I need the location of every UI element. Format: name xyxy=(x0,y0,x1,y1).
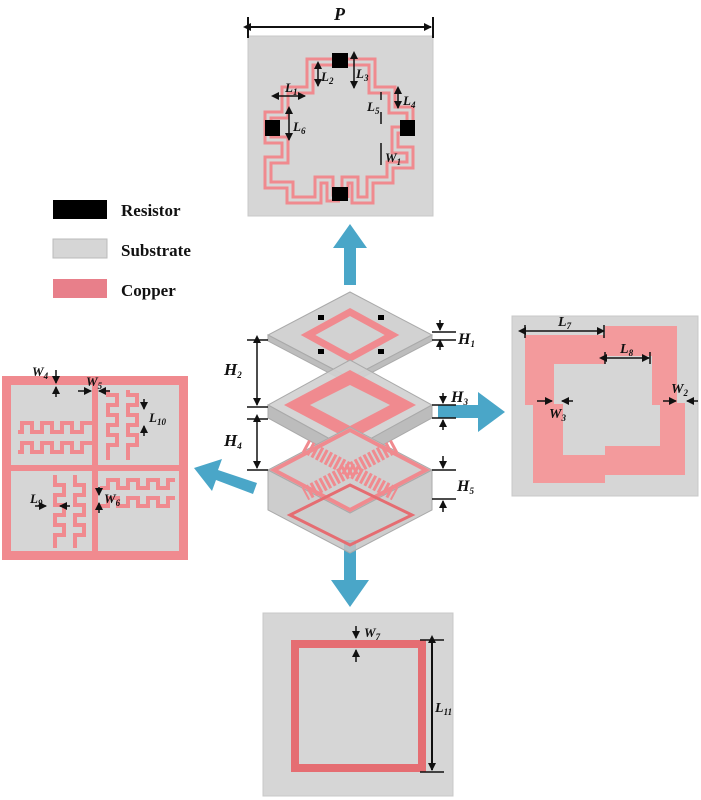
label-L10: L10 xyxy=(148,410,166,427)
resistor-bottom xyxy=(332,187,348,201)
label-H5: H5 xyxy=(456,478,474,496)
label-W7: W7 xyxy=(364,625,381,642)
middle-layer-view: L7 L8 W3 W2 xyxy=(511,315,699,497)
top-copper-ring-inner xyxy=(266,60,412,202)
label-L8: L8 xyxy=(619,342,634,358)
top-layer-view: P L1 L2 L3 L4 L5 L6 W1 xyxy=(243,4,434,217)
legend-swatch-copper xyxy=(53,279,107,298)
period-label: P xyxy=(333,4,346,24)
resistor-left xyxy=(265,120,280,136)
legend-swatch-substrate xyxy=(52,238,108,259)
resistor-right xyxy=(400,120,415,136)
label-W6: W6 xyxy=(104,491,121,508)
arrow-up-to-top-view xyxy=(333,224,367,285)
legend-swatch-resistor xyxy=(53,200,107,219)
label-W3: W3 xyxy=(549,407,566,423)
label-H2: H2 xyxy=(223,360,242,380)
label-H3: H3 xyxy=(450,389,468,407)
stack-resistor xyxy=(378,315,384,320)
stack-resistor xyxy=(318,315,324,320)
legend: Resistor Substrate Copper xyxy=(52,200,191,300)
label-H1: H1 xyxy=(457,331,475,349)
label-L6: L6 xyxy=(292,119,306,136)
resistor-top xyxy=(332,53,348,68)
label-H4: H4 xyxy=(223,431,242,451)
exploded-stack: H1 H2 H3 H4 H5 xyxy=(223,291,475,554)
legend-label-substrate: Substrate xyxy=(121,241,191,260)
label-L11: L11 xyxy=(434,701,452,717)
label-L7: L7 xyxy=(557,315,572,331)
legend-label-resistor: Resistor xyxy=(121,201,181,220)
label-W5: W5 xyxy=(86,374,103,391)
arrow-right-to-middle-view xyxy=(438,392,505,432)
label-W4: W4 xyxy=(32,364,49,381)
arrow-left-to-fss-view xyxy=(194,459,257,494)
fss-meander-lines xyxy=(11,385,179,551)
label-L1: L1 xyxy=(284,80,297,97)
fss-layer-view: W4 W5 L10 L9 W6 xyxy=(2,364,188,560)
label-L2: L2 xyxy=(320,69,334,86)
bottom-layer-view: W7 L11 xyxy=(262,612,454,797)
label-L9: L9 xyxy=(29,491,43,508)
label-L3: L3 xyxy=(355,66,369,83)
stack-resistor xyxy=(318,349,324,354)
stack-layer-3 xyxy=(266,426,434,554)
stack-layer-1 xyxy=(266,291,434,385)
arrow-down-to-bottom-view xyxy=(331,540,369,607)
stack-resistor xyxy=(378,349,384,354)
stack-layer-2 xyxy=(266,359,434,464)
label-L5: L5 xyxy=(366,99,380,116)
legend-label-copper: Copper xyxy=(121,281,176,300)
label-W1: W1 xyxy=(385,150,401,167)
label-L4: L4 xyxy=(402,93,416,110)
bottom-copper-square xyxy=(291,640,426,772)
label-W2: W2 xyxy=(671,382,688,398)
